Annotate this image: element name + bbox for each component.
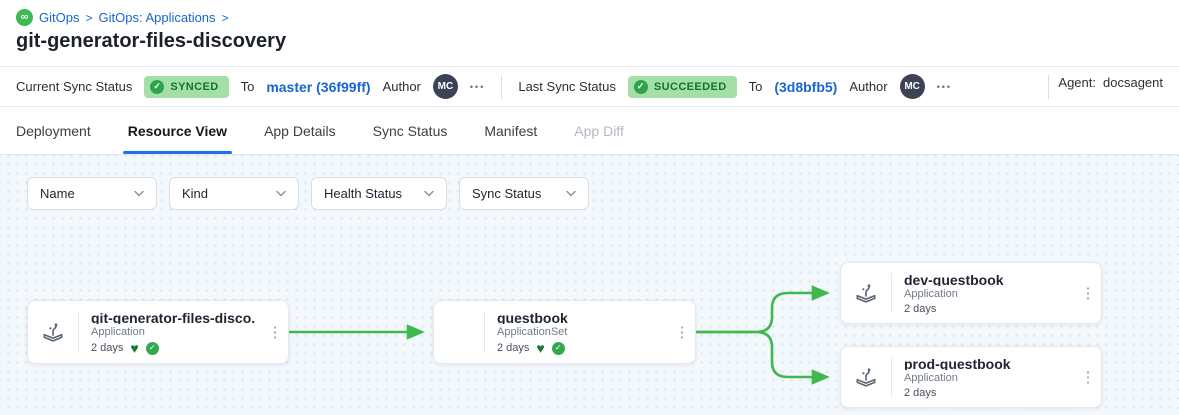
chevron-down-icon	[134, 190, 144, 197]
check-circle-icon: ✓	[150, 79, 165, 94]
node-age-row: 2 days ♥ ✓	[497, 341, 663, 355]
node-body: git-generator-files-disco... Application…	[79, 301, 262, 363]
tab-resource-view-label: Resource View	[127, 122, 228, 139]
agent-group: Agent: docsagent	[1048, 74, 1163, 99]
synced-status-badge: ✓ SYNCED	[144, 75, 229, 98]
current-revision-link[interactable]: master (36f99ff)	[266, 78, 371, 95]
node-title: git-generator-files-disco...	[91, 310, 256, 324]
application-icon	[841, 347, 891, 407]
status-divider	[1048, 74, 1050, 99]
breadcrumb-separator: >	[221, 10, 229, 25]
node-body: prod-guestbook Application 2 days	[892, 347, 1075, 407]
node-age-row: 2 days ♥ ✓	[91, 341, 256, 355]
node-title: prod-guestbook	[904, 356, 1011, 370]
node-age-row: 2 days	[904, 303, 1069, 315]
succeeded-status-badge: ✓ SUCCEEDED	[627, 75, 737, 98]
status-bar: Current Sync Status ✓ SYNCED To master (…	[0, 66, 1179, 107]
node-divider	[78, 311, 79, 353]
node-kebab-menu-icon[interactable]: ⋮	[267, 324, 283, 341]
node-git-generator-files-discovery[interactable]: git-generator-files-disco... Application…	[27, 300, 289, 364]
chevron-down-icon	[424, 190, 434, 197]
agent-label: Agent:	[1058, 74, 1096, 90]
current-more-menu-icon[interactable]: •••	[469, 81, 486, 92]
tab-bar: Deployment Resource View App Details Syn…	[0, 107, 1179, 155]
filter-sync-status-dropdown[interactable]: Sync Status	[459, 177, 589, 210]
agent-value: docsagent	[1103, 74, 1163, 90]
node-kind: Application	[91, 326, 145, 338]
check-circle-icon: ✓	[633, 79, 648, 94]
node-title: guestbook	[497, 310, 568, 324]
node-kind: Application	[904, 372, 958, 384]
node-age: 2 days	[497, 342, 530, 354]
breadcrumb: ∞ GitOps > GitOps: Applications >	[16, 9, 1163, 26]
tab-resource-view[interactable]: Resource View	[122, 107, 233, 154]
node-age: 2 days	[904, 303, 937, 315]
tab-sync-status[interactable]: Sync Status	[372, 122, 448, 139]
tab-deployment[interactable]: Deployment	[16, 122, 91, 139]
node-guestbook[interactable]: guestbook ApplicationSet 2 days ♥ ✓ ⋮	[433, 300, 696, 364]
page-header: ∞ GitOps > GitOps: Applications > git-ge…	[0, 0, 1179, 66]
last-sync-status-label: Last Sync Status	[518, 79, 616, 94]
current-author-label: Author	[382, 79, 421, 94]
last-sync-group: Last Sync Status ✓ SUCCEEDED To (3d8bfb5…	[518, 74, 952, 99]
health-heart-icon: ♥	[536, 340, 545, 356]
filter-health-status-dropdown[interactable]: Health Status	[311, 177, 447, 210]
filter-sync-status-label: Sync Status	[472, 186, 542, 201]
current-to-label: To	[240, 79, 255, 94]
node-icon-slot-empty	[434, 301, 484, 363]
application-icon	[28, 301, 78, 363]
last-revision-link[interactable]: (3d8bfb5)	[774, 78, 838, 95]
chevron-down-icon	[566, 190, 576, 197]
filter-name-dropdown[interactable]: Name	[27, 177, 157, 210]
node-body: dev-guestbook Application 2 days	[892, 263, 1075, 323]
node-age: 2 days	[91, 342, 124, 354]
health-heart-icon: ♥	[130, 340, 139, 356]
resource-graph-canvas: Name Kind Health Status Sync Status	[0, 155, 1179, 415]
last-to-label: To	[748, 79, 763, 94]
node-kebab-menu-icon[interactable]: ⋮	[674, 324, 690, 341]
current-sync-status-label: Current Sync Status	[16, 79, 133, 94]
breadcrumb-link-gitops[interactable]: GitOps	[39, 10, 80, 25]
filter-health-status-label: Health Status	[324, 186, 403, 201]
status-divider	[501, 74, 503, 99]
tab-app-details[interactable]: App Details	[264, 122, 336, 139]
node-prod-guestbook[interactable]: prod-guestbook Application 2 days ⋮	[840, 346, 1102, 408]
node-kind: Application	[904, 288, 958, 300]
last-more-menu-icon[interactable]: •••	[936, 81, 953, 92]
filter-kind-label: Kind	[182, 186, 209, 201]
node-divider	[891, 273, 892, 313]
last-author-avatar: MC	[899, 74, 925, 99]
node-age-row: 2 days	[904, 387, 1069, 399]
node-body: guestbook ApplicationSet 2 days ♥ ✓	[485, 301, 669, 363]
node-title: dev-guestbook	[904, 272, 1004, 286]
sync-check-icon: ✓	[551, 341, 565, 355]
node-dev-guestbook[interactable]: dev-guestbook Application 2 days ⋮	[840, 262, 1102, 324]
current-sync-group: Current Sync Status ✓ SYNCED To master (…	[16, 74, 485, 99]
breadcrumb-separator: >	[85, 10, 93, 25]
page-title: git-generator-files-discovery	[16, 30, 287, 52]
node-divider	[484, 311, 485, 353]
current-author-avatar: MC	[432, 74, 458, 99]
application-icon	[841, 263, 891, 323]
active-tab-underline	[122, 151, 233, 154]
last-author-label: Author	[849, 79, 888, 94]
filter-bar: Name Kind Health Status Sync Status	[27, 177, 589, 210]
edge-appset-to-prod	[695, 330, 830, 385]
gitops-infinity-icon: ∞	[16, 9, 33, 26]
node-age: 2 days	[904, 387, 937, 399]
succeeded-status-text: SUCCEEDED	[653, 80, 727, 93]
node-kebab-menu-icon[interactable]: ⋮	[1080, 369, 1096, 386]
filter-kind-dropdown[interactable]: Kind	[169, 177, 299, 210]
sync-check-icon: ✓	[145, 341, 159, 355]
node-divider	[891, 357, 892, 397]
synced-status-text: SYNCED	[170, 80, 219, 93]
chevron-down-icon	[276, 190, 286, 197]
node-kebab-menu-icon[interactable]: ⋮	[1080, 285, 1096, 302]
filter-name-label: Name	[40, 186, 75, 201]
node-kind: ApplicationSet	[497, 326, 568, 338]
edge-appset-to-dev	[695, 285, 830, 334]
tab-app-diff: App Diff	[574, 122, 624, 139]
tab-manifest[interactable]: Manifest	[484, 122, 538, 139]
breadcrumb-link-applications[interactable]: GitOps: Applications	[98, 10, 216, 25]
